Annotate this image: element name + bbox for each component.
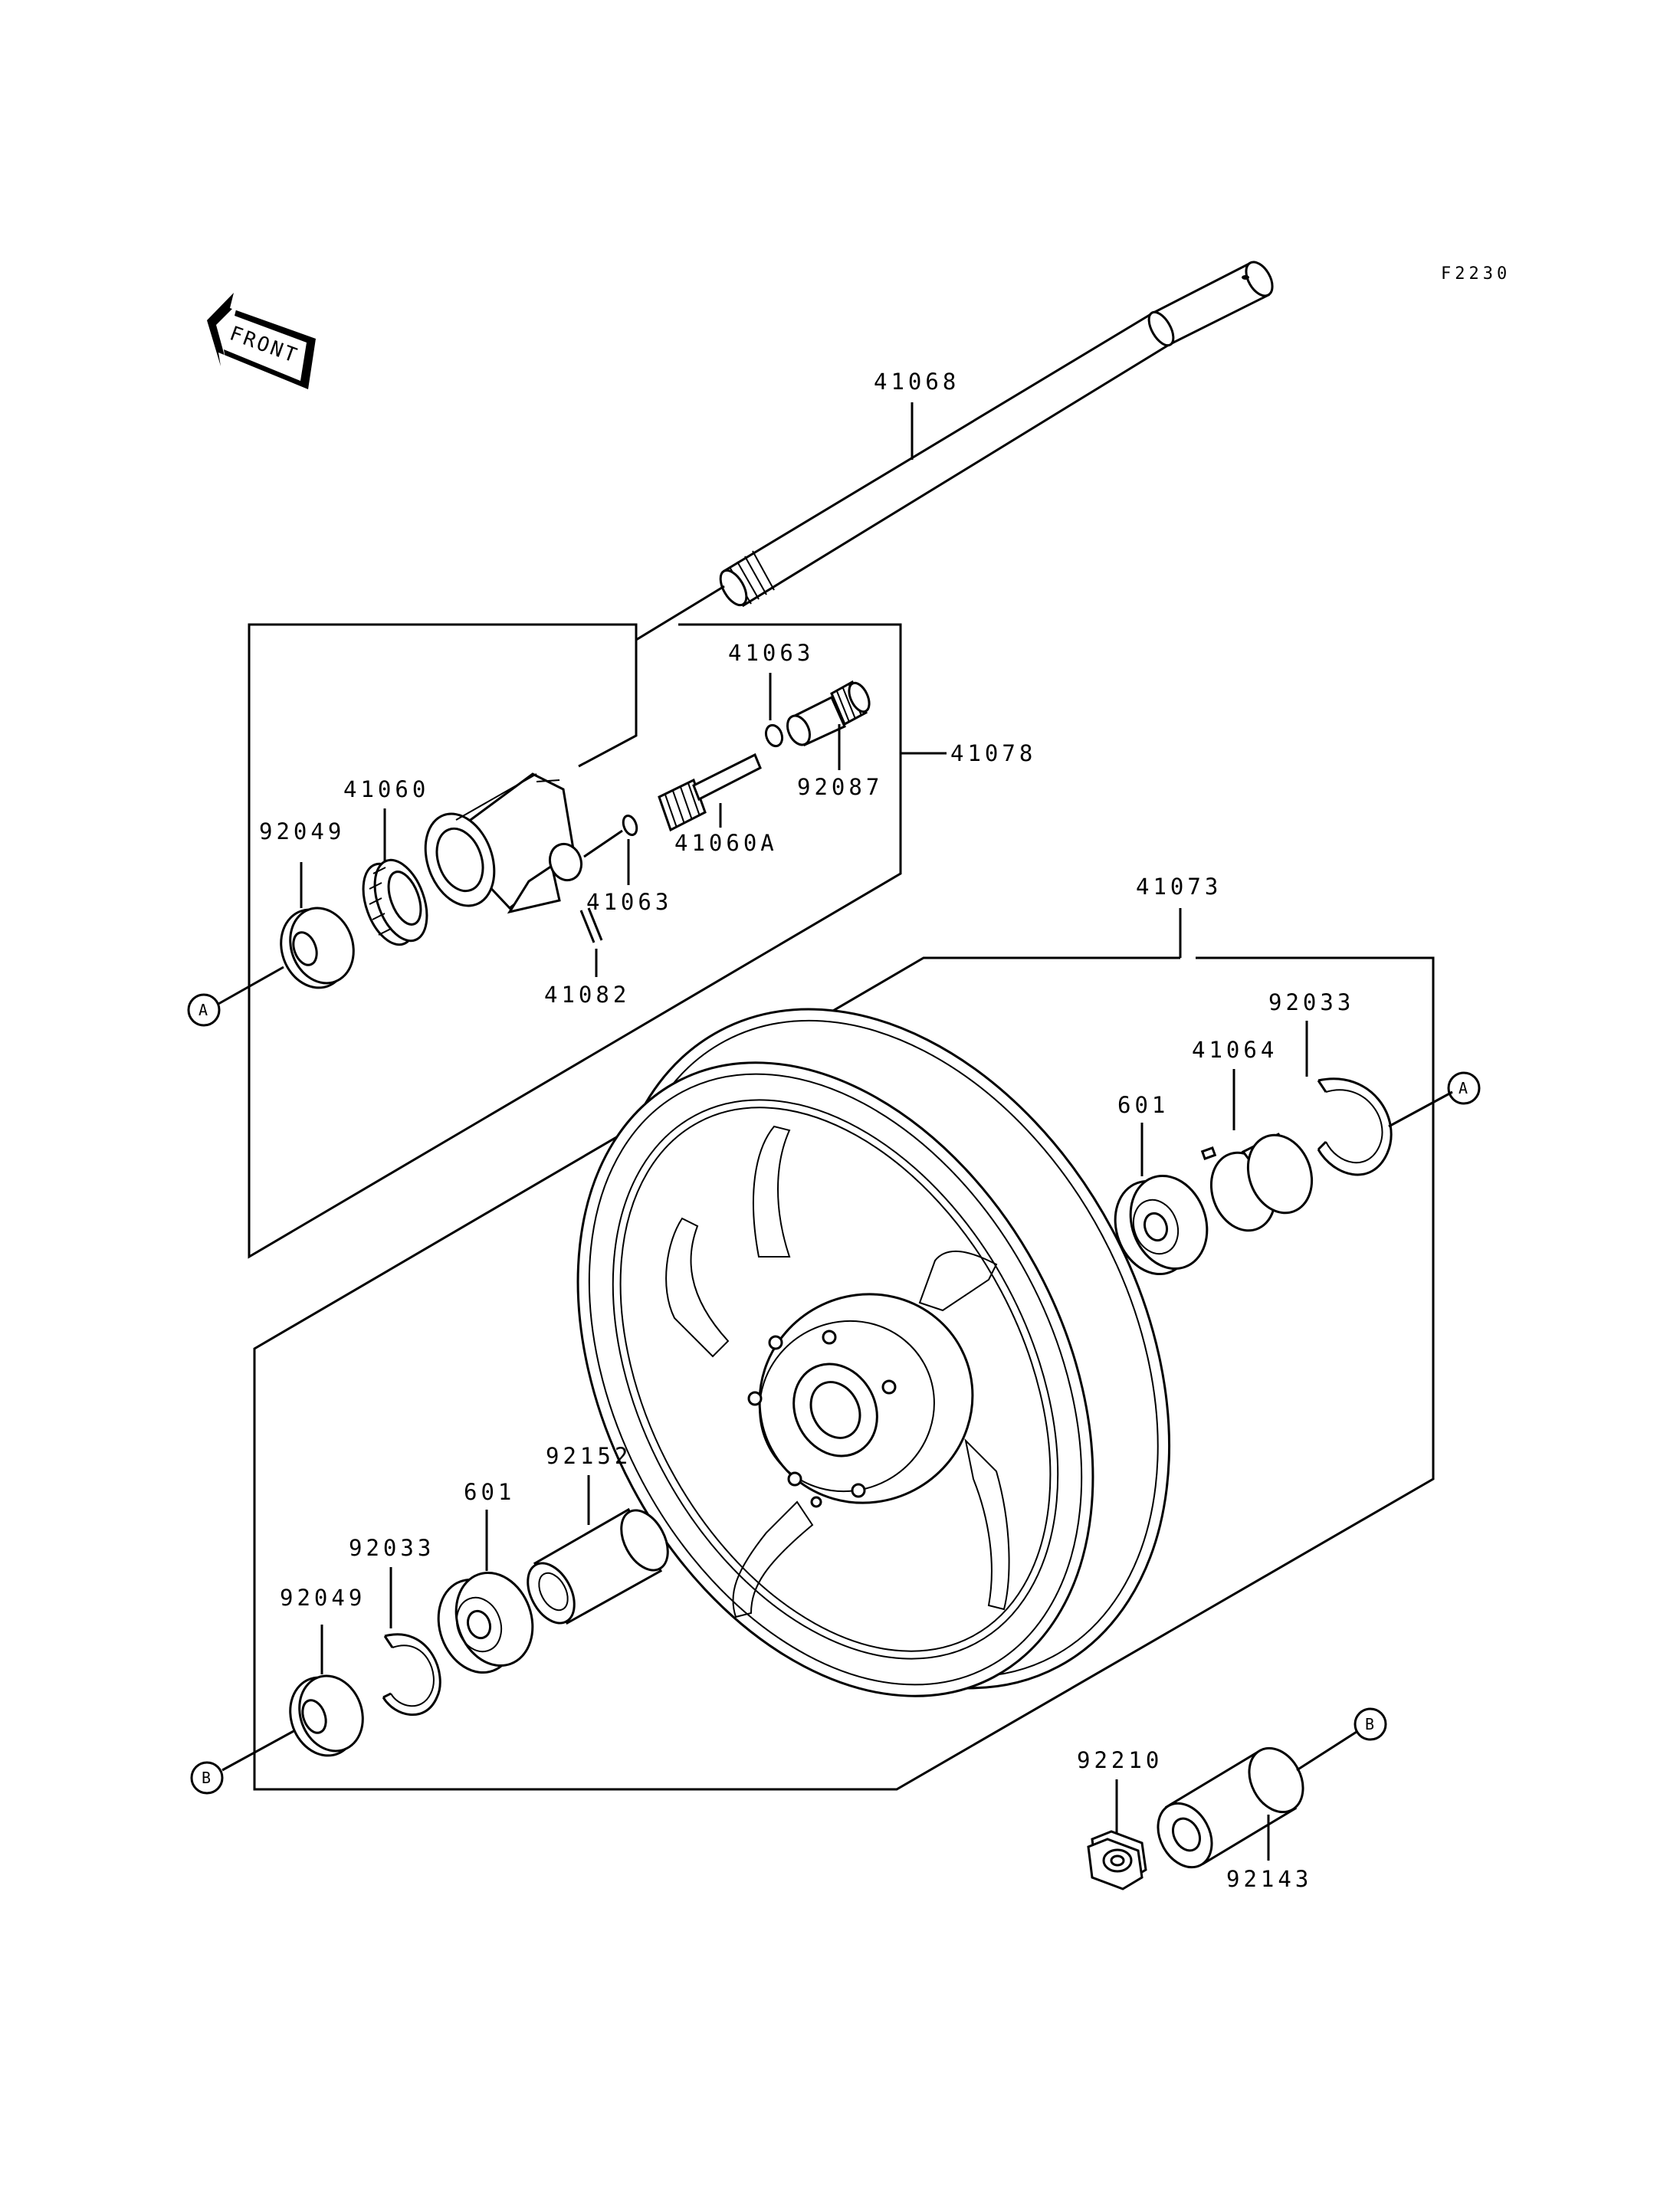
gear-housing-part: [424, 772, 576, 914]
label-92049-upper: 92049: [259, 818, 345, 844]
label-601-left: 601: [464, 1479, 515, 1505]
label-92152: 92152: [546, 1443, 632, 1469]
label-92049-lower: 92049: [280, 1585, 366, 1611]
bearing-left-part: [437, 1571, 534, 1674]
label-41068: 41068: [874, 369, 960, 395]
label-41064: 41064: [1192, 1037, 1278, 1063]
gear-drive-plate-part: [1200, 1133, 1314, 1232]
label-92143: 92143: [1226, 1866, 1312, 1892]
axle-part: [719, 261, 1274, 608]
oil-seal-right-part: [289, 1674, 364, 1757]
ref-marker-b-right-text: B: [1365, 1715, 1374, 1733]
drive-gear-part: [362, 858, 428, 946]
circlip-right-part: [1317, 1077, 1393, 1176]
nut-part: [1087, 1830, 1147, 1890]
front-arrow-icon: FRONT: [207, 293, 316, 389]
label-92087: 92087: [797, 774, 883, 800]
cable-fitting-part: [786, 680, 871, 747]
label-41060: 41060: [343, 776, 429, 802]
ref-marker-a-left-text: A: [199, 1001, 208, 1019]
pin-part: [579, 910, 596, 943]
circlip-left-part: [382, 1633, 441, 1717]
ref-marker-b-left: [190, 1761, 224, 1795]
label-41063-lower: 41063: [586, 889, 672, 915]
hub-spacer-part: [527, 1507, 669, 1625]
speedometer-pinion-part: [658, 753, 762, 832]
label-92033-left: 92033: [349, 1535, 435, 1561]
ref-marker-a-right-text: A: [1459, 1079, 1468, 1097]
collar-part: [1157, 1746, 1304, 1869]
gear-housing-group-outline: [248, 623, 902, 1259]
ref-marker-b-right: [1354, 1707, 1387, 1741]
label-92033-right: 92033: [1268, 989, 1354, 1015]
ref-marker-a-left: [187, 993, 221, 1027]
oil-seal-left-part: [280, 907, 355, 989]
housing-seal: [548, 842, 583, 882]
label-41073: 41073: [1136, 874, 1222, 900]
wheel-part: [576, 1008, 1170, 1697]
label-41060A: 41060A: [674, 830, 778, 856]
label-92210: 92210: [1077, 1747, 1163, 1773]
bearing-right-part: [1114, 1174, 1209, 1276]
label-41082: 41082: [544, 982, 630, 1008]
label-41078: 41078: [950, 740, 1036, 766]
housing-shaft-washer-part: [764, 723, 784, 748]
label-41063-upper: 41063: [728, 640, 814, 666]
drive-gear-washer-part: [622, 814, 638, 837]
ref-marker-b-left-text: B: [202, 1769, 211, 1787]
figure-code: F2230: [1441, 264, 1511, 284]
label-601-right: 601: [1117, 1092, 1169, 1118]
ref-marker-a-right: [1447, 1071, 1481, 1105]
